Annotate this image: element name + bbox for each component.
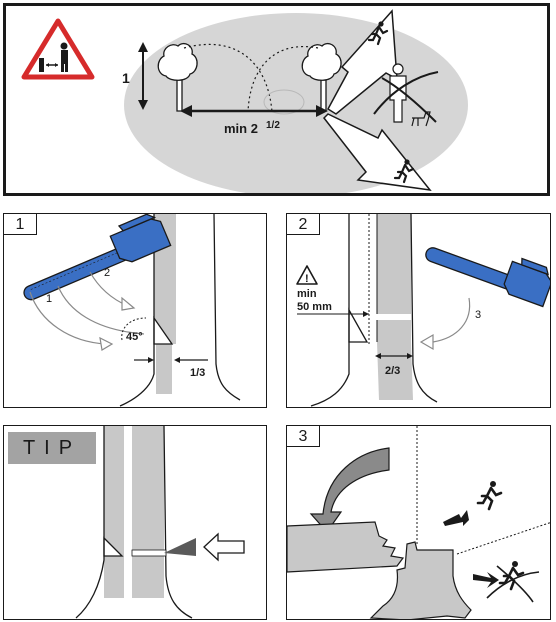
running-person-icon: [367, 21, 389, 46]
fall-arc-left: [183, 43, 273, 113]
depth-arrow: [134, 357, 208, 363]
felling-zone-panel: 1 min 2 1/2: [3, 3, 550, 196]
felling-cut: [131, 549, 167, 557]
trunk-shading: [154, 214, 176, 394]
tip-diagram: [75, 426, 245, 619]
height-arrow: [138, 42, 148, 110]
push-arrow-icon: [203, 532, 245, 562]
arc-label-3: 3: [475, 309, 481, 321]
arc-label-2: 2: [104, 267, 110, 279]
fall-direction-arrow: [309, 447, 390, 533]
step-2-diagram: ! min 50 mm 3 2/3: [296, 214, 550, 407]
step-1-diagram: 1 2 45° 1/3: [23, 214, 241, 407]
angle-arc: [121, 317, 147, 341]
step-1-number: 1: [4, 214, 37, 235]
depth-label: 1/3: [190, 367, 205, 379]
no-running-icon: [486, 561, 540, 603]
felling-cut: [371, 314, 411, 320]
step-1-panel: 1 1 2 45° 1/3: [3, 213, 267, 408]
running-person-icon-2: [393, 159, 415, 184]
no-bystanders-icon: [373, 63, 439, 127]
distance-arrow: [180, 105, 328, 117]
cut-arc-1: [29, 291, 107, 345]
angle-label: 45°: [126, 331, 143, 343]
step-2-panel: 2 ! min 50 mm 3 2/3: [286, 213, 551, 408]
warning-label-line1: min: [297, 288, 317, 300]
distance-fraction: 1/2: [266, 120, 280, 131]
fall-arc-right: [247, 46, 319, 113]
trunk-shading: [377, 214, 411, 342]
escape-line: [456, 522, 550, 555]
depth-arrow: [375, 353, 413, 359]
step-3-number: 3: [287, 426, 320, 447]
tip-label: TIP: [8, 432, 96, 464]
cut-arc-3: [432, 297, 471, 343]
retreat-arrow-icon: [443, 510, 469, 526]
tip-panel: TIP: [3, 425, 267, 620]
arc-label-1: 1: [46, 293, 52, 305]
retreat-arrow-icon-2: [473, 572, 499, 588]
distance-label: min 2: [224, 121, 258, 136]
chainsaw-icon: [425, 247, 550, 308]
depth-label: 2/3: [385, 365, 400, 377]
step-3-diagram: [287, 426, 550, 619]
felling-zone-diagram: 1 min 2 1/2: [21, 9, 468, 193]
step-2-number: 2: [287, 214, 320, 235]
stump: [369, 541, 472, 619]
warning-label-line2: 50 mm: [297, 301, 332, 313]
height-label: 1: [122, 70, 130, 86]
fallen-tree-ghost: [263, 89, 305, 115]
running-person-icon: [476, 481, 503, 511]
warning-triangle-icon: [21, 18, 95, 80]
svg-text:!: !: [305, 273, 309, 285]
warning-icon: !: [296, 265, 318, 285]
wedge-icon: [164, 538, 196, 556]
tree-right: [301, 42, 342, 112]
falling-log: [287, 521, 405, 573]
chainsaw-icon: [23, 214, 172, 301]
step-3-panel: 3: [286, 425, 551, 620]
